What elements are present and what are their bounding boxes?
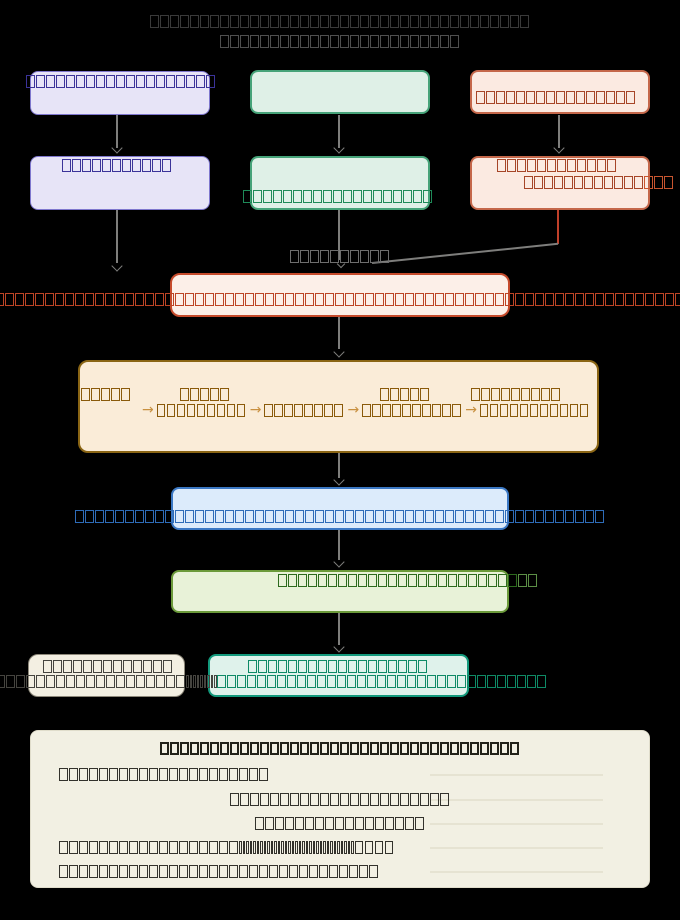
notes-rule-4: [430, 847, 603, 849]
flow-box-purple-top: [30, 71, 210, 115]
arrowhead-down-icon: [333, 556, 345, 568]
arrowhead-down-icon: [333, 641, 345, 653]
blue-box-text: [75, 510, 605, 523]
connector-blue-lime: [338, 530, 340, 560]
outcome-left-text-line1: [43, 660, 173, 673]
process-step-3: [362, 404, 462, 417]
lime-box-text: [278, 574, 538, 587]
process-stage-label-1: [81, 388, 131, 401]
notes-rule-2: [430, 799, 603, 801]
merge-box-text: [0, 293, 680, 306]
flow-box-purple-bottom: [30, 156, 210, 210]
red-bottom-text-line1: [497, 159, 617, 172]
outcome-left-text-line2: [0, 675, 218, 688]
purple-top-text: [26, 75, 216, 88]
outcome-left-line2-main: [0, 675, 186, 688]
connector-left-2: [116, 210, 118, 263]
lime-text-main: [278, 574, 518, 587]
lime-text-overflow: [518, 574, 538, 587]
notes-line-6: [59, 865, 379, 878]
arrowhead-down-icon: [333, 474, 345, 486]
flow-box-green-bottom: [250, 156, 430, 210]
green-bottom-text: [243, 190, 433, 203]
connector-merge-process: [338, 317, 340, 349]
flow-box-red-bottom: [470, 156, 650, 210]
outcome-right-text-line1: [248, 660, 428, 673]
red-bottom-text-line2: [524, 176, 674, 189]
notes-line-2: [59, 768, 269, 781]
process-stage-label-3: [380, 388, 430, 401]
connector-diagonal: [371, 242, 559, 264]
flow-arrow-icon: →: [249, 402, 262, 418]
flow-arrow-icon: →: [465, 402, 477, 418]
arrowhead-down-icon: [333, 142, 345, 154]
notes-line-3: [0, 793, 680, 806]
notes-line5-main: [59, 841, 239, 854]
process-step-4: [479, 404, 590, 417]
notes-line-5: [59, 841, 395, 854]
notes-line5-dense: [239, 841, 355, 854]
lime-box: [171, 570, 509, 613]
flow-box-green-top: [250, 70, 430, 114]
blue-box: [171, 487, 509, 530]
notes-line5-tail: [354, 841, 395, 854]
process-step-2: [264, 404, 344, 417]
notes-rule-3: [430, 823, 603, 825]
connector-right-red: [557, 210, 559, 244]
outcome-right-text-line2: [217, 675, 547, 688]
notes-panel: [30, 730, 650, 888]
notes-rule-1: [430, 774, 603, 776]
connector-process-blue: [338, 453, 340, 478]
purple-bottom-text: [62, 159, 172, 172]
arrowhead-down-icon: [111, 260, 123, 272]
process-step-1: [156, 404, 247, 417]
flow-arrow-icon: →: [347, 402, 360, 418]
notes-line-4: [0, 817, 680, 830]
red-top-text: [476, 91, 636, 104]
arrowhead-down-icon: [333, 346, 345, 358]
notes-title: [0, 742, 680, 755]
connector-middle-1: [338, 115, 340, 148]
connector-middle-2: [338, 210, 340, 260]
process-flow-row: → → → →: [139, 402, 590, 418]
diagram-title-line2: [0, 35, 680, 48]
connector-label-text: [290, 250, 390, 263]
connector-lime-outcome: [338, 613, 340, 645]
diagram-title-line1: [0, 15, 680, 28]
connector-left-1: [116, 115, 118, 148]
process-stage-label-2: [180, 388, 230, 401]
flow-arrow-icon: →: [142, 402, 154, 418]
arrowhead-down-icon: [111, 142, 123, 154]
arrowhead-down-icon: [553, 142, 565, 154]
red-bottom-line2-overflow: [644, 176, 674, 189]
connector-right-1: [558, 115, 560, 148]
process-stage-label-4: [471, 388, 561, 401]
red-bottom-line2-main: [524, 176, 644, 189]
notes-rule-5: [430, 871, 603, 873]
outcome-left-line2-dense: [186, 675, 218, 688]
